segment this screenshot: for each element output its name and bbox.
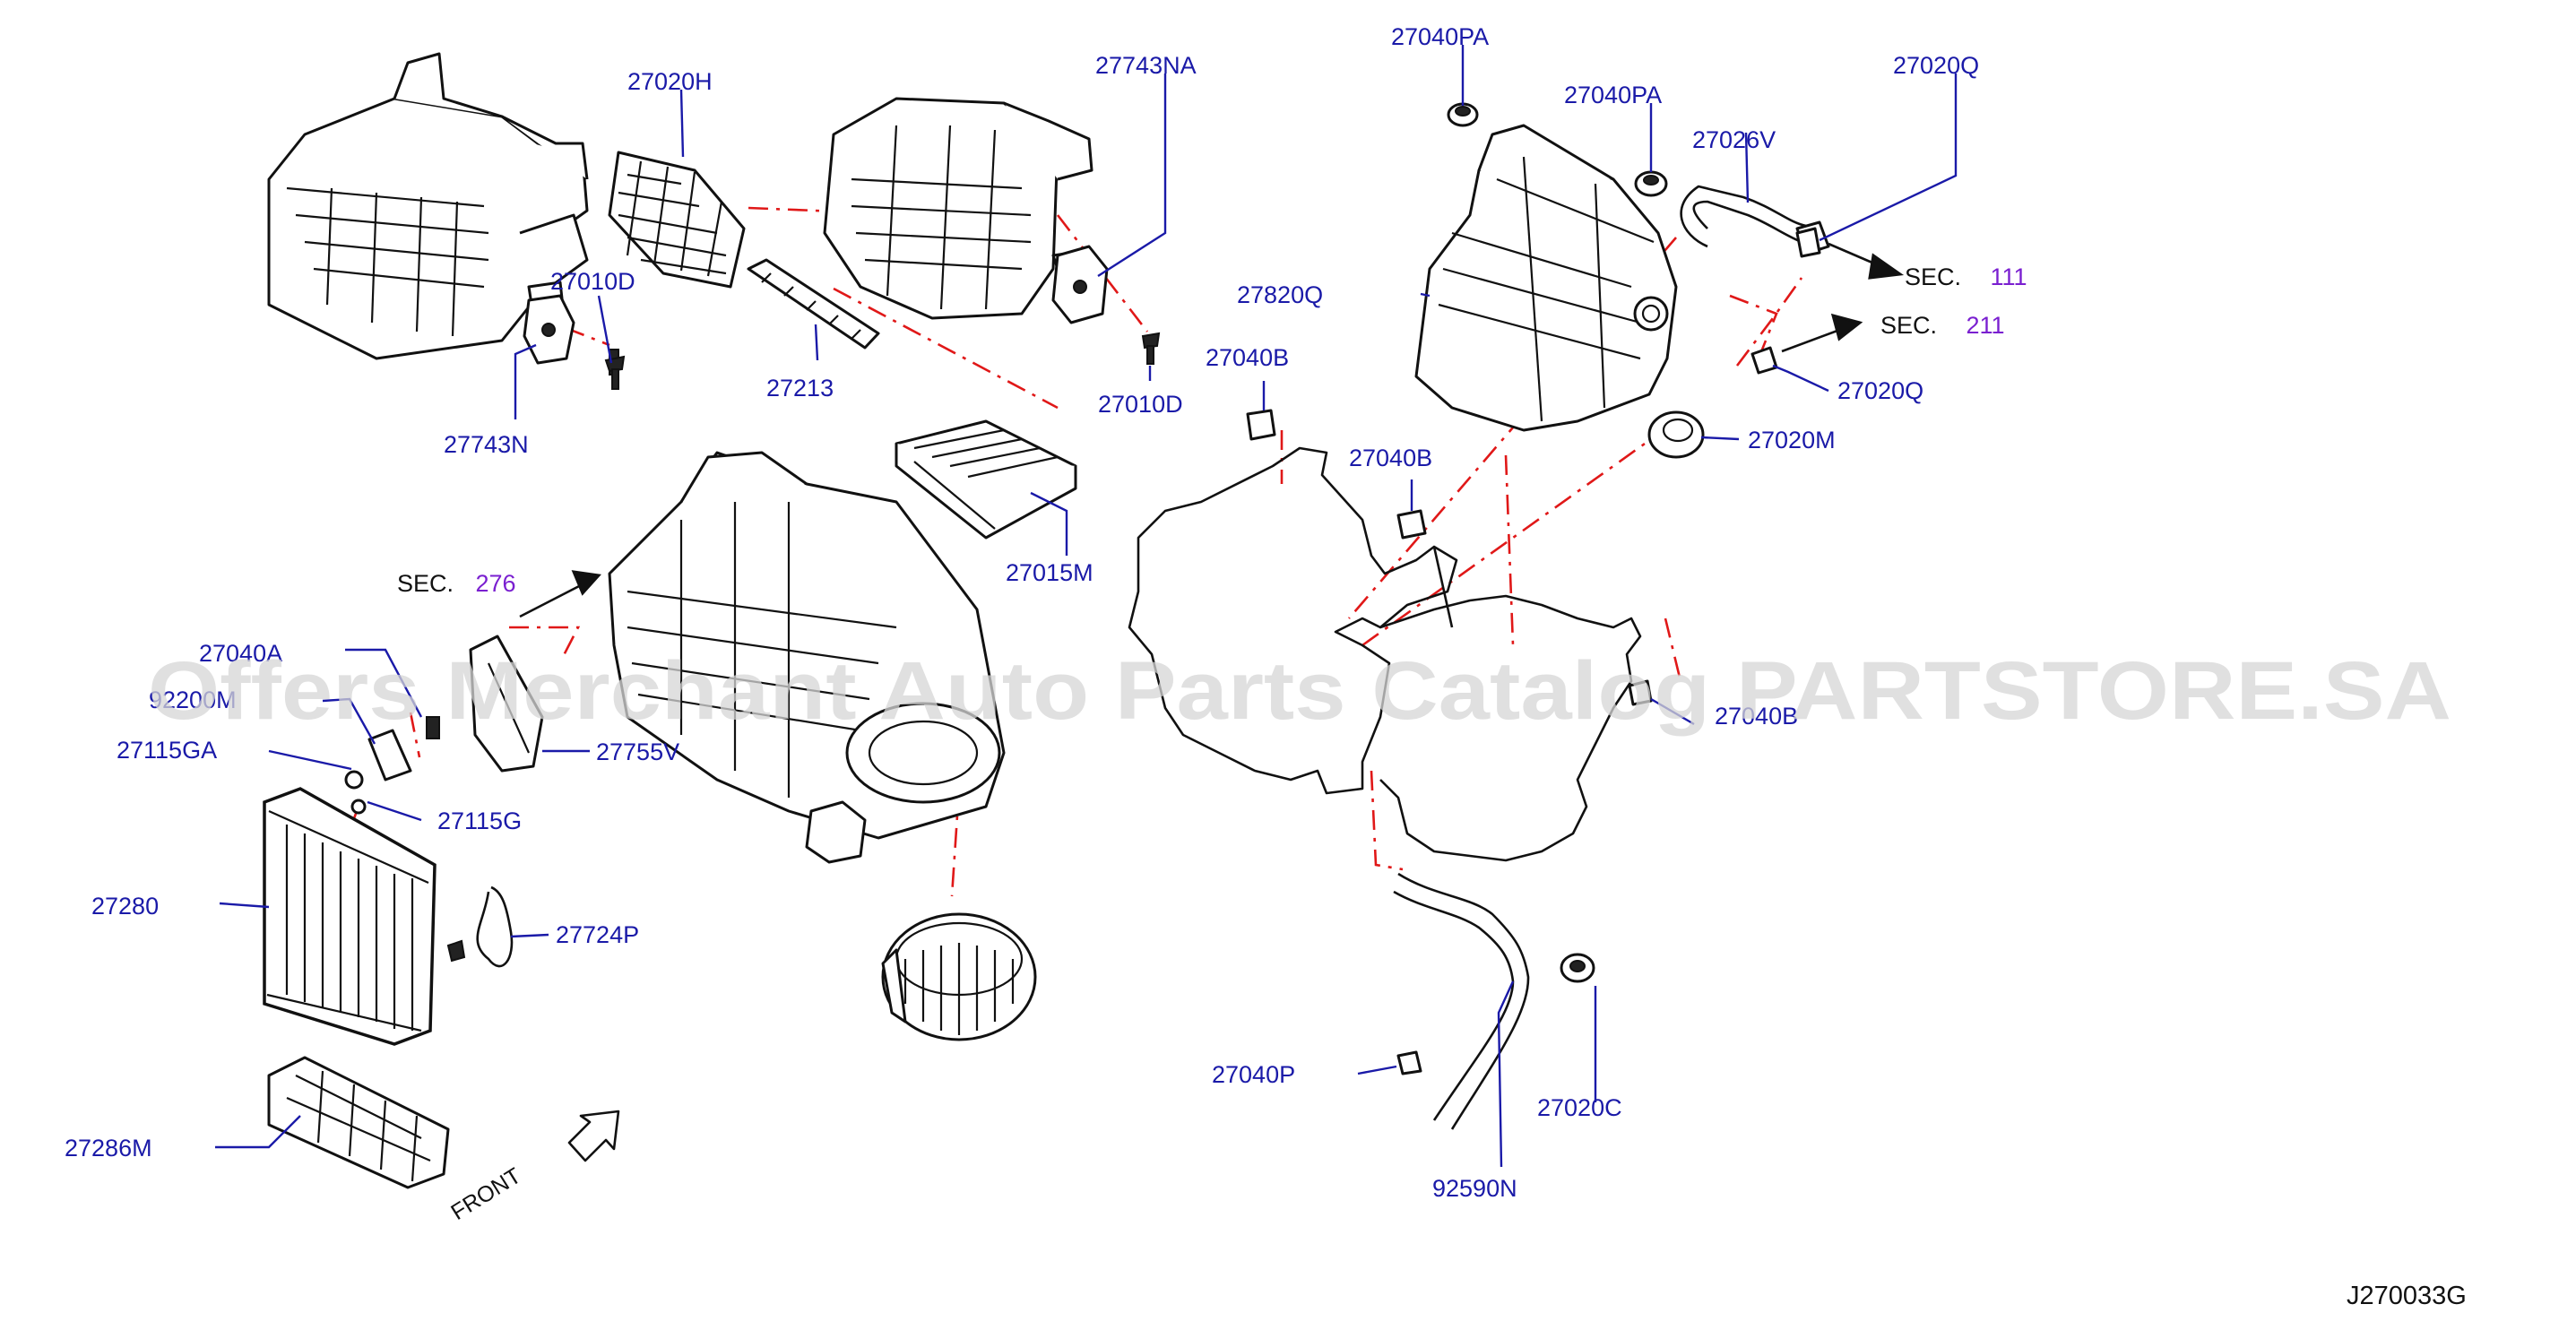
- label-27040p: 27040P: [1212, 1061, 1295, 1088]
- label-27040pa-mid: 27040PA: [1564, 82, 1662, 108]
- label-27743n: 27743N: [444, 431, 529, 458]
- evaporator-27280: [263, 787, 437, 1046]
- label-27724p: 27724P: [556, 921, 639, 948]
- label-27010d-right: 27010D: [1098, 391, 1183, 418]
- label-27755v: 27755V: [596, 738, 679, 765]
- label-27743na: 27743NA: [1095, 52, 1197, 79]
- label-27020h: 27020H: [627, 68, 713, 95]
- blower-housing: [608, 451, 1006, 840]
- label-92200m: 92200M: [149, 687, 237, 713]
- blower-resistor: [805, 800, 867, 864]
- label-27015m: 27015M: [1006, 559, 1094, 586]
- label-27040b-right: 27040B: [1715, 703, 1798, 730]
- label-27286m: 27286M: [65, 1135, 152, 1162]
- label-27115g: 27115G: [437, 808, 522, 834]
- watermark: Offers Merchant Auto Parts Catalog PARTS…: [148, 645, 2451, 737]
- air-mix-duct-27820q: [1414, 124, 1678, 432]
- grommet-27020m: [1647, 410, 1705, 459]
- grommet-27040b-right: [1628, 679, 1653, 706]
- expansion-valve: [344, 716, 440, 815]
- section-ref-276[interactable]: SEC. 276: [397, 570, 516, 597]
- section-arrows: [519, 242, 1905, 618]
- dash-panel-outline: [1128, 446, 1642, 862]
- clip-27020q-right: [1750, 346, 1778, 375]
- case-27286m: [267, 1056, 450, 1189]
- label-27020q-top: 27020Q: [1893, 52, 1979, 79]
- filter-27213: [747, 258, 880, 350]
- grommet-27040b-top: [1246, 409, 1276, 441]
- section-ref-111[interactable]: SEC. 111: [1905, 263, 2027, 290]
- duct-27755v: [469, 635, 544, 773]
- grommet-27020c: [1560, 953, 1595, 983]
- diagram-code: J270033G: [2347, 1282, 2467, 1310]
- label-27020q-right: 27020Q: [1837, 377, 1923, 404]
- grommet-27040b-mid: [1396, 509, 1427, 540]
- label-92590n: 92590N: [1432, 1175, 1517, 1202]
- clip-27020q-top: [1795, 227, 1821, 258]
- label-27280: 27280: [91, 893, 159, 920]
- grommet-27040pa-top: [1447, 102, 1479, 127]
- label-27040a: 27040A: [199, 640, 282, 667]
- label-27115ga: 27115GA: [117, 737, 217, 764]
- front-arrow-icon: [567, 1110, 620, 1162]
- label-27020m: 27020M: [1748, 427, 1836, 453]
- front-label: FRONT: [446, 1163, 525, 1225]
- label-27040pa-top: 27040PA: [1391, 23, 1489, 50]
- label-27820q: 27820Q: [1237, 281, 1323, 308]
- clip-27040p: [1396, 1050, 1422, 1075]
- section-ref-211[interactable]: SEC. 211: [1880, 312, 2005, 339]
- screw-27010d-right: [1141, 332, 1161, 365]
- label-27010d-left: 27010D: [550, 268, 635, 295]
- section-references: SEC. 111 SEC. 211 SEC. 276: [397, 263, 2027, 597]
- grommet-27040pa-mid: [1634, 170, 1668, 197]
- label-27213: 27213: [766, 375, 834, 402]
- label-27040b-top: 27040B: [1206, 344, 1289, 371]
- label-27026v: 27026V: [1692, 126, 1776, 153]
- cabin-filter-27015m: [895, 419, 1077, 540]
- hose-27724p: [446, 885, 514, 968]
- actuator-27743n: [523, 294, 575, 365]
- leader-lines: [215, 45, 1958, 1168]
- blower-motor: [881, 912, 1037, 1041]
- label-27040b-mid: 27040B: [1349, 445, 1432, 471]
- label-27020c: 27020C: [1537, 1094, 1622, 1121]
- drain-hose-92590n: [1393, 872, 1530, 1130]
- part-labels: 27020H 27743NA 27040PA 27040PA 27020Q 27…: [65, 23, 1979, 1202]
- actuator-27743na: [1051, 245, 1109, 324]
- filter-27020h: [608, 151, 746, 289]
